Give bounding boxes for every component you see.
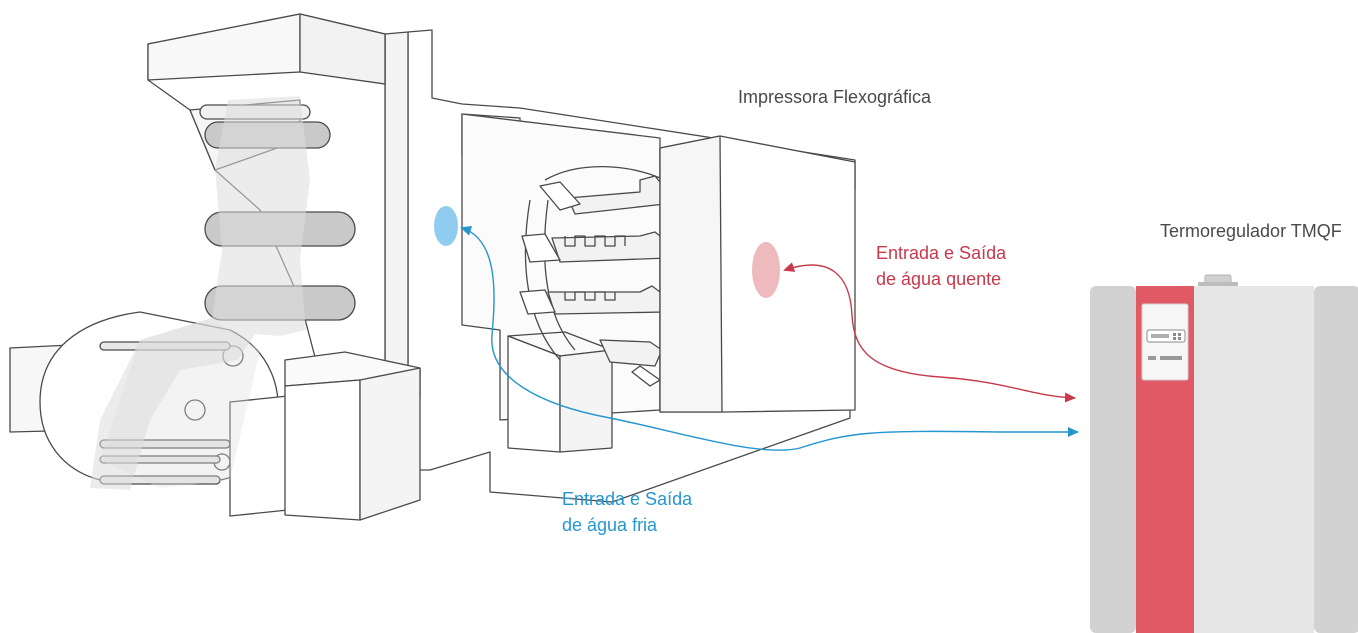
hot-water-port-icon	[752, 242, 780, 298]
regulator-right-side	[1314, 286, 1358, 633]
regulator-left-side	[1090, 286, 1136, 633]
hot-water-label-line1: Entrada e Saída	[876, 243, 1007, 263]
hot-water-label: Entrada e Saída de água quente	[876, 240, 1006, 292]
cold-water-port-icon	[434, 206, 458, 246]
printer-label: Impressora Flexográfica	[738, 87, 932, 107]
hot-water-label-line2: de água quente	[876, 269, 1002, 289]
cold-water-line	[460, 225, 1079, 451]
cold-water-label-line1: Entrada e Saída	[562, 489, 693, 509]
control-panel-icon	[1141, 303, 1189, 381]
printing-web	[90, 96, 310, 490]
cold-water-label-line2: de água fria	[562, 515, 658, 535]
tmqf-regulator	[1090, 274, 1358, 633]
regulator-body	[1194, 286, 1314, 633]
regulator-label: Termoregulador TMQF	[1160, 221, 1342, 241]
cold-water-label: Entrada e Saída de água fria	[562, 486, 692, 538]
